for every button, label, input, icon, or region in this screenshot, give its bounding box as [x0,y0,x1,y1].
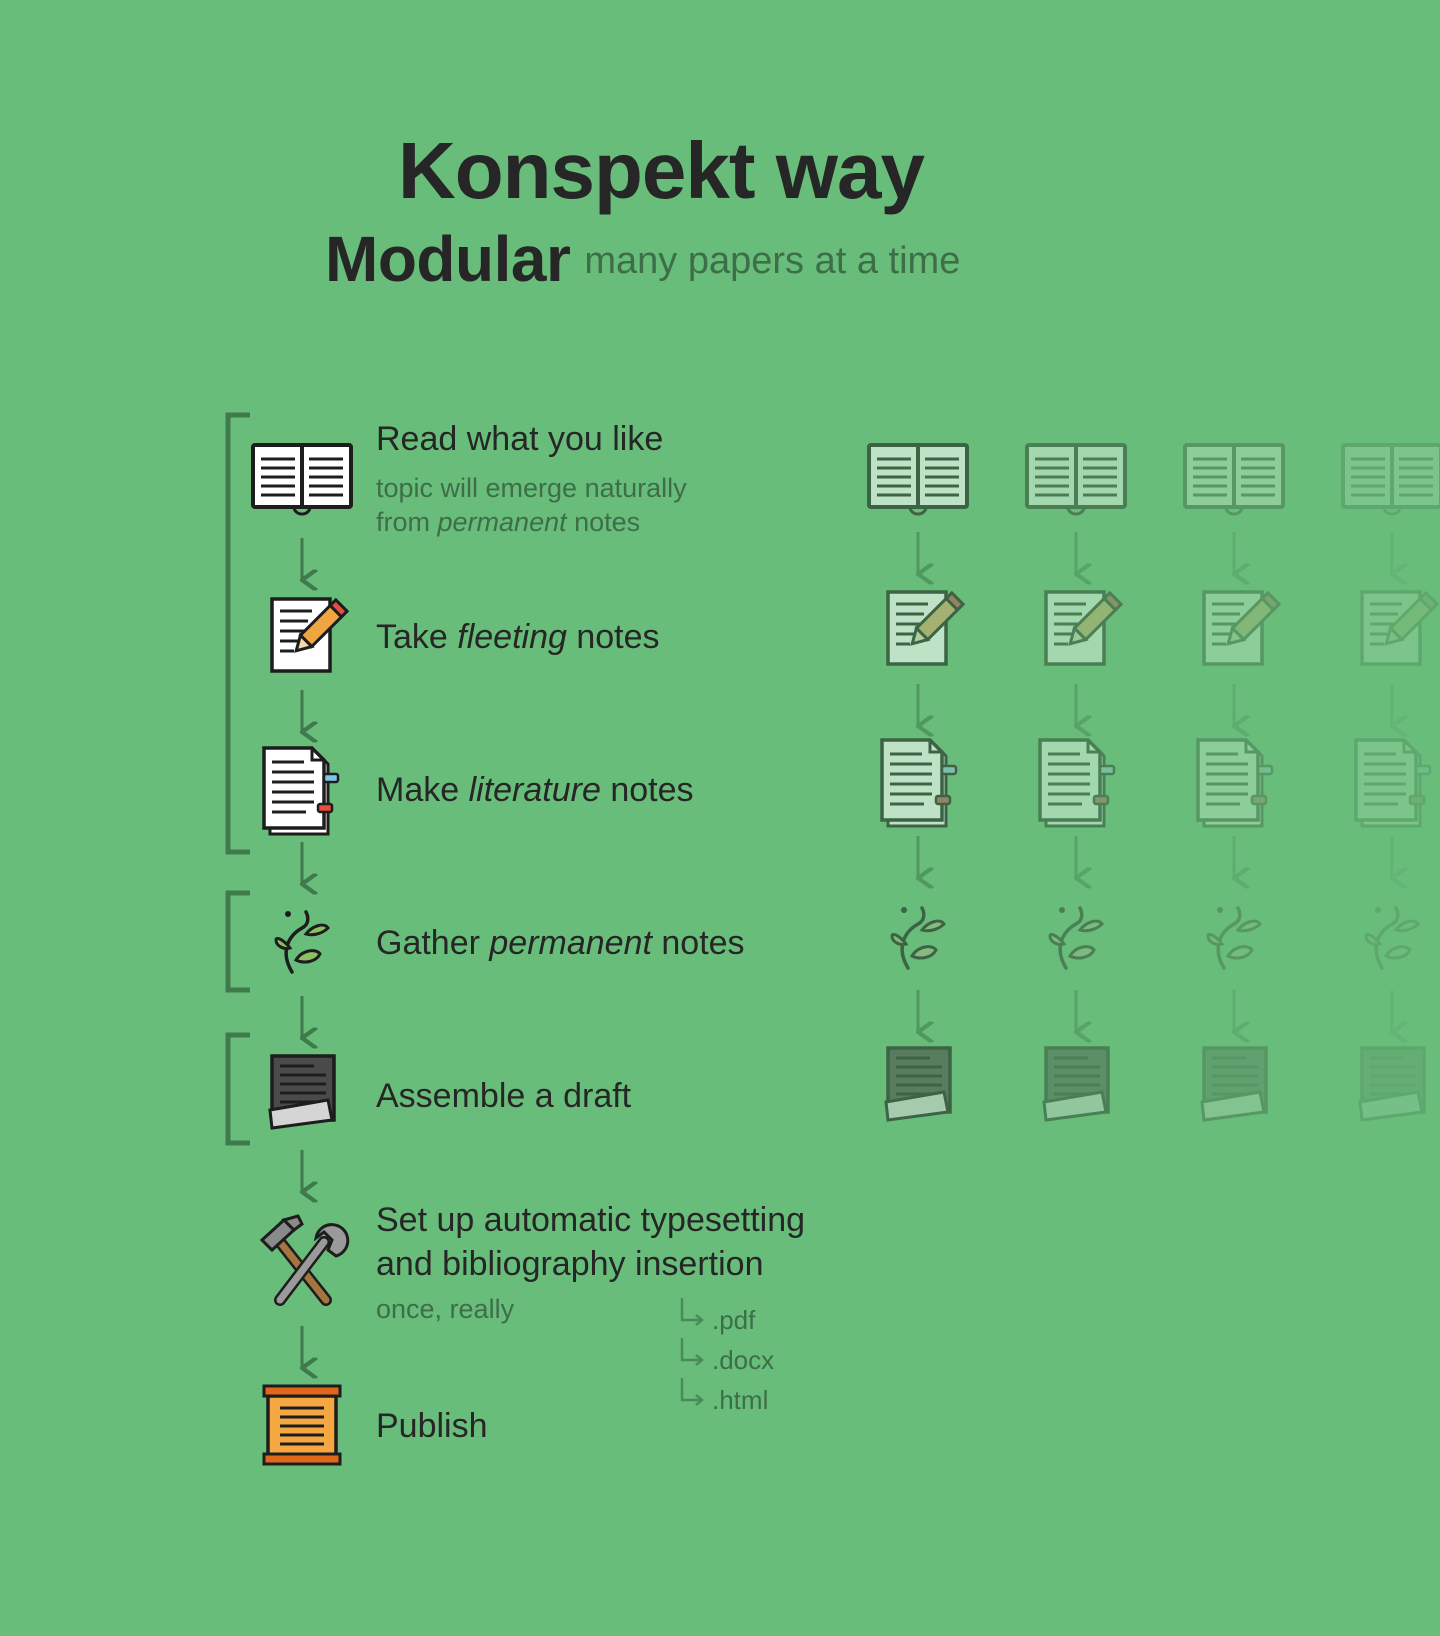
group-bracket-reading [225,412,250,855]
step-typesetting: Set up automatic typesetting and bibliog… [376,1198,805,1326]
step-title: Set up automatic typesetting [376,1201,806,1239]
open-book-icon [251,443,353,516]
draft-document-icon [268,1054,336,1130]
format-docx: .docx [712,1345,775,1375]
note-pencil-icon [270,597,349,673]
paper-column [1025,443,1127,1122]
column-tint [860,430,1440,1130]
scroll-icon [262,1384,342,1466]
paper-column [1341,443,1440,1122]
format-branch-arrows [680,1298,704,1406]
subtitle: Modular many papers at a time [325,222,960,296]
paper-column [1183,443,1285,1122]
paper-column [867,443,969,1122]
parallel-papers [860,430,1440,1130]
step-title: Read what you like [376,420,664,458]
step-note: topic will emerge naturally [376,473,687,503]
sprout-icon [274,909,330,974]
page-title: Konspekt way [398,126,925,215]
step-literature: Make literature notes [376,771,694,809]
format-html: .html [712,1385,769,1415]
step-read: Read what you like topic will emerge nat… [376,420,687,539]
group-bracket-permanent [225,890,250,993]
step-fleeting: Take fleeting notes [376,618,660,656]
subtitle-note: many papers at a time [584,240,961,282]
subtitle-main: Modular [325,223,571,295]
step-note: once, really [376,1294,515,1324]
hammer-wrench-icon [262,1216,348,1300]
step-title: and bibliography insertion [376,1245,764,1283]
step-draft: Assemble a draft [376,1077,632,1115]
format-pdf: .pdf [712,1305,756,1335]
tabbed-document-icon [262,746,340,836]
group-bracket-draft [225,1032,250,1146]
step-publish: Publish [376,1407,488,1445]
step-note: from permanent notes [376,507,641,537]
step-permanent: Gather permanent notes [376,924,745,962]
